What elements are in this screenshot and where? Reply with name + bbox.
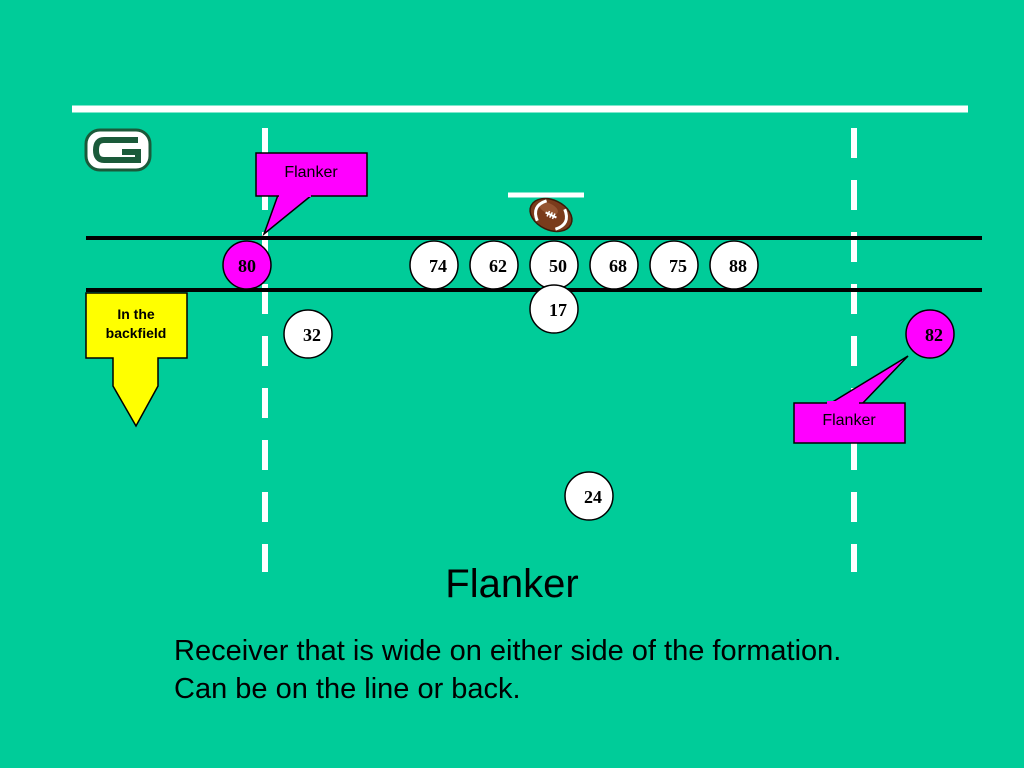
- player-circle: [905, 309, 955, 359]
- callout-left-pointer: [262, 194, 315, 237]
- player-circle: [222, 240, 272, 290]
- player-circle: [589, 240, 639, 290]
- callout-flanker-right: Flanker: [793, 355, 909, 444]
- backfield-arrow: [85, 292, 188, 428]
- player-17: 17: [529, 284, 579, 334]
- player-24: 24: [564, 471, 614, 521]
- backfield-label-line1: In the: [117, 306, 155, 322]
- backfield-label-line2: backfield: [106, 325, 167, 341]
- callout-right-box: [793, 402, 906, 444]
- callout-flanker-left: Flanker: [255, 152, 368, 237]
- callout-left-label: Flanker: [284, 164, 338, 181]
- player-88: 88: [709, 240, 759, 290]
- callout-right-label: Flanker: [822, 412, 876, 429]
- player-number: 88: [729, 256, 747, 276]
- player-circle: [709, 240, 759, 290]
- player-number: 32: [303, 325, 321, 345]
- player-circle: [564, 471, 614, 521]
- player-number: 80: [238, 256, 256, 276]
- goal-marker-icon: [84, 128, 152, 172]
- player-circle: [469, 240, 519, 290]
- player-82: 82: [905, 309, 955, 359]
- player-80: 80: [222, 240, 272, 290]
- player-number: 62: [489, 256, 507, 276]
- player-number: 82: [925, 325, 943, 345]
- callout-right-pointer: [823, 355, 909, 407]
- player-number: 50: [549, 256, 567, 276]
- player-68: 68: [589, 240, 639, 290]
- player-number: 17: [549, 300, 567, 320]
- player-number: 74: [429, 256, 447, 276]
- player-32: 32: [283, 309, 333, 359]
- player-number: 68: [609, 256, 627, 276]
- player-75: 75: [649, 240, 699, 290]
- slide-title: Flanker: [445, 562, 579, 606]
- player-circle: [409, 240, 459, 290]
- player-circle: [529, 284, 579, 334]
- slide-description: Receiver that is wide on either side of …: [174, 635, 842, 705]
- callout-left-box: [255, 152, 368, 197]
- player-number: 24: [584, 487, 602, 507]
- player-number: 75: [669, 256, 687, 276]
- player-circle: [283, 309, 333, 359]
- player-74: 74: [409, 240, 459, 290]
- football-icon: [529, 197, 573, 233]
- backfield-label: In the backfield: [85, 292, 188, 428]
- player-circle: [649, 240, 699, 290]
- player-50: 50: [529, 240, 579, 290]
- player-62: 62: [469, 240, 519, 290]
